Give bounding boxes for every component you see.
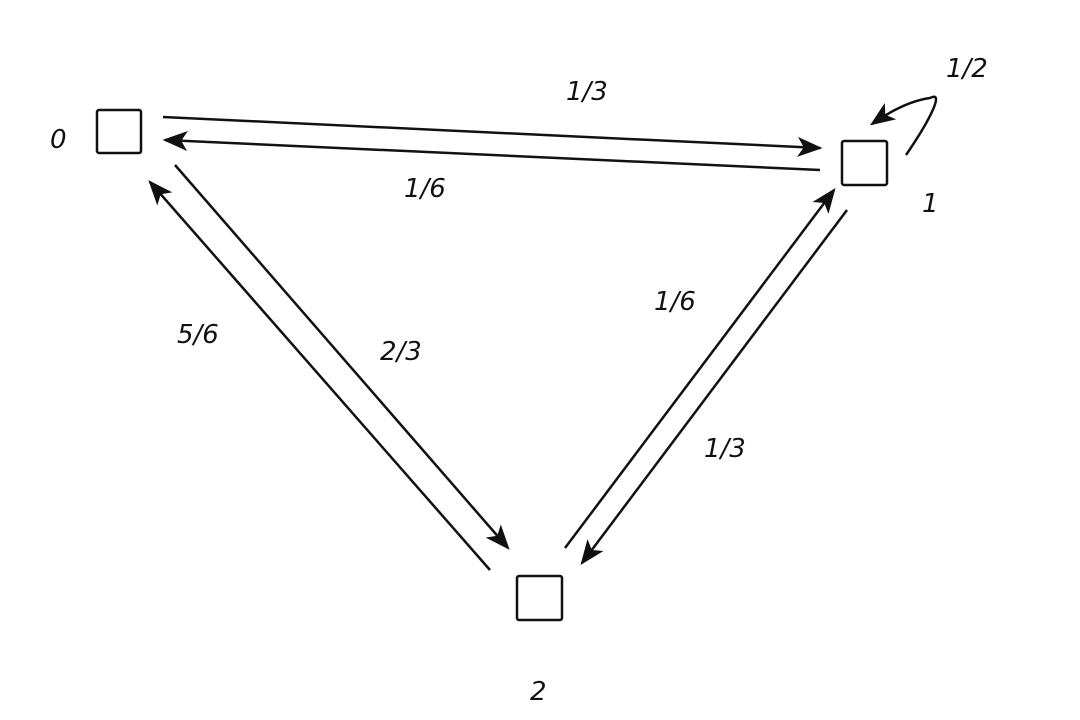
edge-1-to-0 bbox=[162, 131, 821, 172]
node-0 bbox=[95, 108, 143, 155]
edge-2-to-1 bbox=[564, 188, 836, 549]
node-0-label: 0 bbox=[50, 125, 67, 155]
node-2 bbox=[515, 574, 564, 622]
edge-label-0-to-2: 2/3 bbox=[380, 337, 422, 367]
edge-2-to-0 bbox=[148, 180, 491, 571]
edge-1-self-loop bbox=[869, 95, 938, 156]
edge-0-to-2 bbox=[174, 164, 510, 550]
edge-0-to-1 bbox=[162, 115, 823, 157]
node-2-label: 2 bbox=[530, 677, 547, 707]
edge-label-1-to-2: 1/3 bbox=[704, 434, 746, 464]
edge-label-1-to-0: 1/6 bbox=[404, 174, 446, 204]
edge-label-2-to-1: 1/6 bbox=[654, 287, 696, 317]
node-1 bbox=[840, 139, 889, 187]
edge-label-1-self: 1/2 bbox=[946, 54, 988, 84]
edge-label-2-to-0: 5/6 bbox=[177, 320, 219, 350]
edge-1-to-2 bbox=[580, 209, 848, 565]
edge-label-0-to-1: 1/3 bbox=[566, 77, 608, 107]
node-1-label: 1 bbox=[922, 189, 939, 219]
